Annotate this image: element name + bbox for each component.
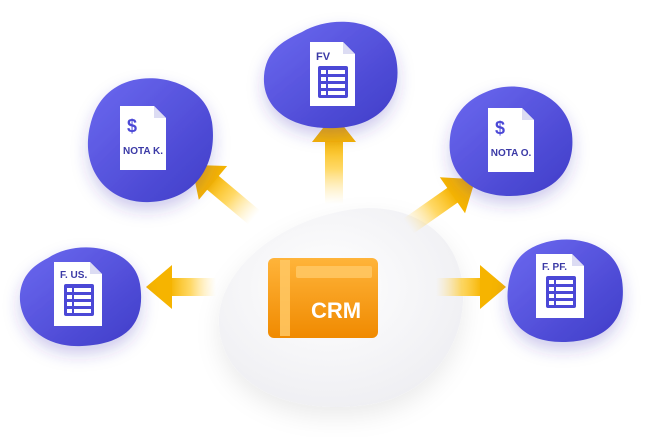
dollar-icon: $ xyxy=(495,118,505,138)
crm-icon: CRM xyxy=(268,258,378,338)
dollar-icon: $ xyxy=(127,116,137,136)
document-nota-o-label: NOTA O. xyxy=(491,148,532,159)
crm-label: CRM xyxy=(311,298,361,323)
arrow-to-f-us xyxy=(146,265,216,309)
arrow-to-f-pf xyxy=(436,265,506,309)
spreadsheet-icon xyxy=(546,276,576,308)
document-nota-k: $ NOTA K. xyxy=(120,106,166,170)
document-nota-o: $ NOTA O. xyxy=(488,108,534,172)
spreadsheet-icon xyxy=(318,66,348,98)
document-nota-k-label: NOTA K. xyxy=(123,146,163,157)
document-fv-label: FV xyxy=(316,51,331,63)
document-f-pf-label: F. PF. xyxy=(542,262,567,273)
document-fv: FV xyxy=(310,42,355,106)
document-f-us-label: F. US. xyxy=(60,270,87,281)
arrow-to-nota-o xyxy=(403,177,476,234)
document-f-us: F. US. xyxy=(54,262,102,326)
spreadsheet-icon xyxy=(64,284,94,316)
document-f-pf: F. PF. xyxy=(536,254,584,318)
